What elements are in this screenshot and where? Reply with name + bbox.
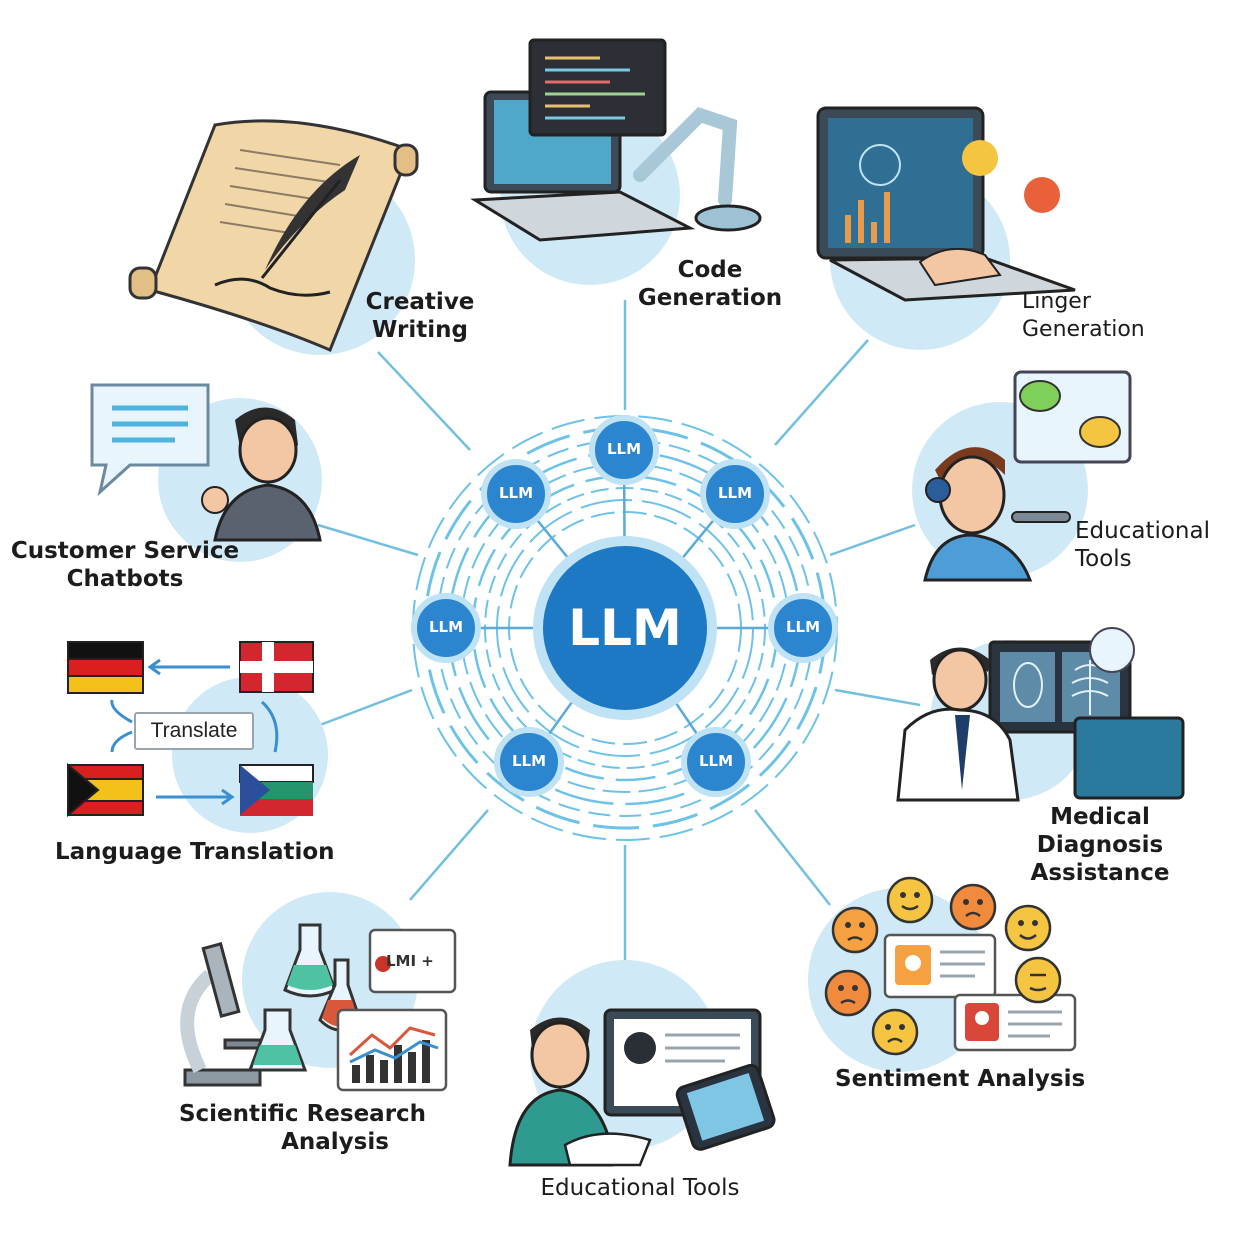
medical-diagnosis-label: Medical Diagnosis Assistance [1025, 803, 1175, 887]
code-generation-label: Code Generation [630, 256, 790, 312]
agent-speech-bubble-icon [90, 383, 322, 562]
llm-node-top-right-label: LLM [717, 484, 753, 502]
hub-label: LLM [568, 599, 682, 657]
language-translation-label: Language Translation [55, 838, 335, 866]
linger-generation-line1: Linger [1022, 289, 1091, 314]
code-generation-line2: Generation [637, 285, 783, 311]
hub-circle [543, 546, 707, 710]
translate-label: Translate [134, 712, 254, 750]
microscope-flask-icon [180, 892, 457, 1092]
educational-tools-bottom-label: Educational Tools [530, 1174, 750, 1202]
llm-node-bottom-left [494, 727, 564, 797]
llm-node-left [411, 593, 481, 663]
code-generation-line1: Code [677, 257, 743, 283]
llm-node-right [768, 593, 838, 663]
scientific-research-line2: Analysis [281, 1129, 389, 1155]
doctor-xray-icon [896, 627, 1185, 802]
llm-node-top [589, 415, 659, 485]
medical-diagnosis-line3: Assistance [1030, 860, 1170, 886]
headset-agent-icon [912, 370, 1132, 582]
creative-writing-line2: Writing [372, 317, 468, 343]
customer-service-line1: Customer Service [10, 538, 240, 564]
german-flag [67, 641, 144, 694]
creative-writing-line1: Creative [365, 289, 475, 315]
llm-node-bottom-left-label: LLM [511, 752, 547, 770]
linger-generation-line2: Generation [1022, 317, 1145, 342]
laptop-chat-icon [816, 106, 1076, 350]
student-tablet-icon [508, 960, 776, 1167]
creative-writing-label: Creative Writing [360, 288, 480, 344]
laptop-robot-arm-icon [470, 38, 762, 285]
educational-tools-right-label: Educational Tools [1075, 517, 1225, 573]
llm-node-left-label: LLM [428, 618, 464, 636]
quill-scroll-icon [128, 119, 419, 355]
spanish-flag [67, 762, 144, 818]
spoke-lines [317, 300, 921, 962]
customer-service-line2: Chatbots [66, 566, 184, 592]
llm-node-right-label: LLM [785, 618, 821, 636]
llm-node-bottom-right [681, 727, 751, 797]
customer-service-label: Customer Service Chatbots [10, 537, 240, 593]
scientific-research-line1: Scientific Research [178, 1101, 427, 1127]
educational-tools-bottom-line1: Educational Tools [540, 1175, 740, 1201]
nordic-flag [239, 641, 314, 693]
linger-generation-label: Linger Generation [1022, 288, 1162, 344]
bulgarian-flag [239, 764, 314, 816]
llm-node-bottom-right-label: LLM [698, 752, 734, 770]
educational-tools-right-line2: Tools [1075, 546, 1132, 572]
language-translation-line1: Language Translation [55, 839, 335, 865]
llm-node-top-label: LLM [606, 440, 642, 458]
llm-node-top-left [481, 459, 551, 529]
sentiment-analysis-label: Sentiment Analysis [835, 1065, 1086, 1093]
emoji-faces-icon [808, 876, 1077, 1072]
llm-node-top-right [700, 459, 770, 529]
educational-tools-right-line1: Educational [1075, 518, 1210, 544]
llm-node-top-left-label: LLM [498, 484, 534, 502]
medical-diagnosis-line1: Medical [1050, 804, 1150, 830]
sentiment-analysis-line1: Sentiment Analysis [835, 1066, 1086, 1092]
satellite-nodes [411, 415, 838, 797]
scientific-research-label: Scientific Research Analysis [175, 1100, 430, 1156]
medical-diagnosis-line2: Diagnosis [1036, 832, 1164, 858]
research-card-label: LMI + [386, 952, 434, 970]
